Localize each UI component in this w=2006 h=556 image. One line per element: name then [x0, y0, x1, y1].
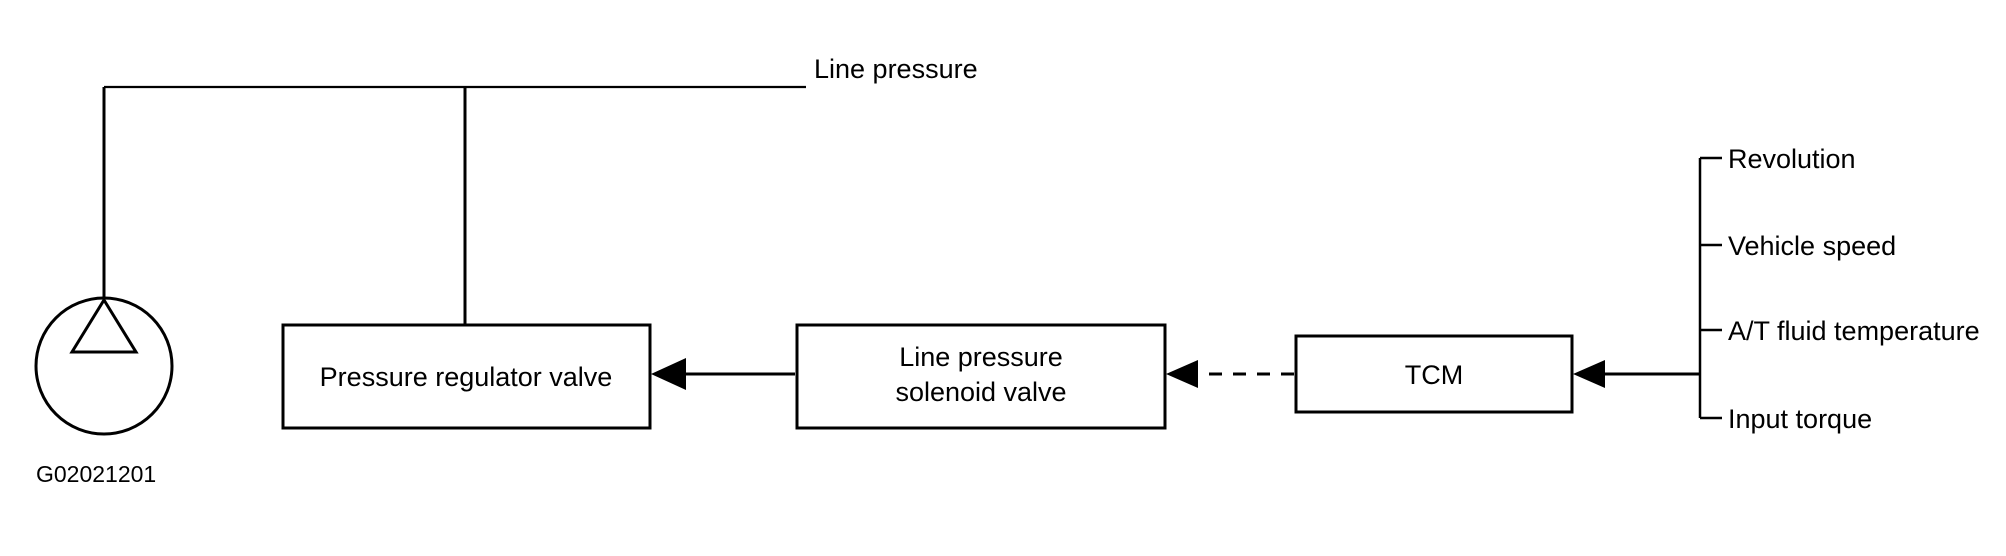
input-signal-bracket: [1698, 156, 1722, 420]
tcm-label: TCM: [1405, 360, 1463, 390]
oil-strainer-triangle-icon: [69, 297, 139, 354]
connector-tcm-to-solenoid: [1166, 360, 1294, 388]
connector-inputs-to-tcm-arrowhead: [1573, 360, 1605, 388]
input-label-vehicle-speed: Vehicle speed: [1728, 231, 1896, 261]
connector-tcm-to-solenoid-arrowhead: [1166, 360, 1198, 388]
box-line-pressure-solenoid-valve[interactable]: Line pressure solenoid valve: [795, 323, 1167, 430]
pressure-regulator-valve-rect[interactable]: [281, 323, 652, 430]
line-pressure-rail-label: Line pressure: [814, 54, 978, 84]
line-pressure-solenoid-valve-label-line2: solenoid valve: [895, 377, 1066, 407]
pressure-regulator-valve-label: Pressure regulator valve: [320, 362, 613, 392]
input-signal-labels: Revolution Vehicle speed A/T fluid tempe…: [1728, 144, 1980, 434]
box-pressure-regulator-valve[interactable]: Pressure regulator valve: [281, 323, 652, 430]
input-label-revolution: Revolution: [1728, 144, 1856, 174]
oil-strainer-symbol: [34, 296, 174, 436]
tcm-rect[interactable]: [1294, 334, 1574, 414]
connector-solenoid-to-regulator: [651, 358, 795, 390]
input-label-at-fluid-temperature: A/T fluid temperature: [1728, 316, 1980, 346]
line-pressure-solenoid-valve-label-line1: Line pressure: [899, 342, 1063, 372]
line-pressure-rail-group: [102, 85, 806, 326]
box-tcm[interactable]: TCM: [1294, 334, 1574, 414]
connector-inputs-to-tcm: [1573, 360, 1700, 388]
connector-solenoid-to-regulator-arrowhead: [651, 358, 686, 390]
line-pressure-solenoid-valve-rect[interactable]: [795, 323, 1167, 430]
figure-id-caption: G02021201: [36, 461, 156, 487]
input-label-input-torque: Input torque: [1728, 404, 1872, 434]
